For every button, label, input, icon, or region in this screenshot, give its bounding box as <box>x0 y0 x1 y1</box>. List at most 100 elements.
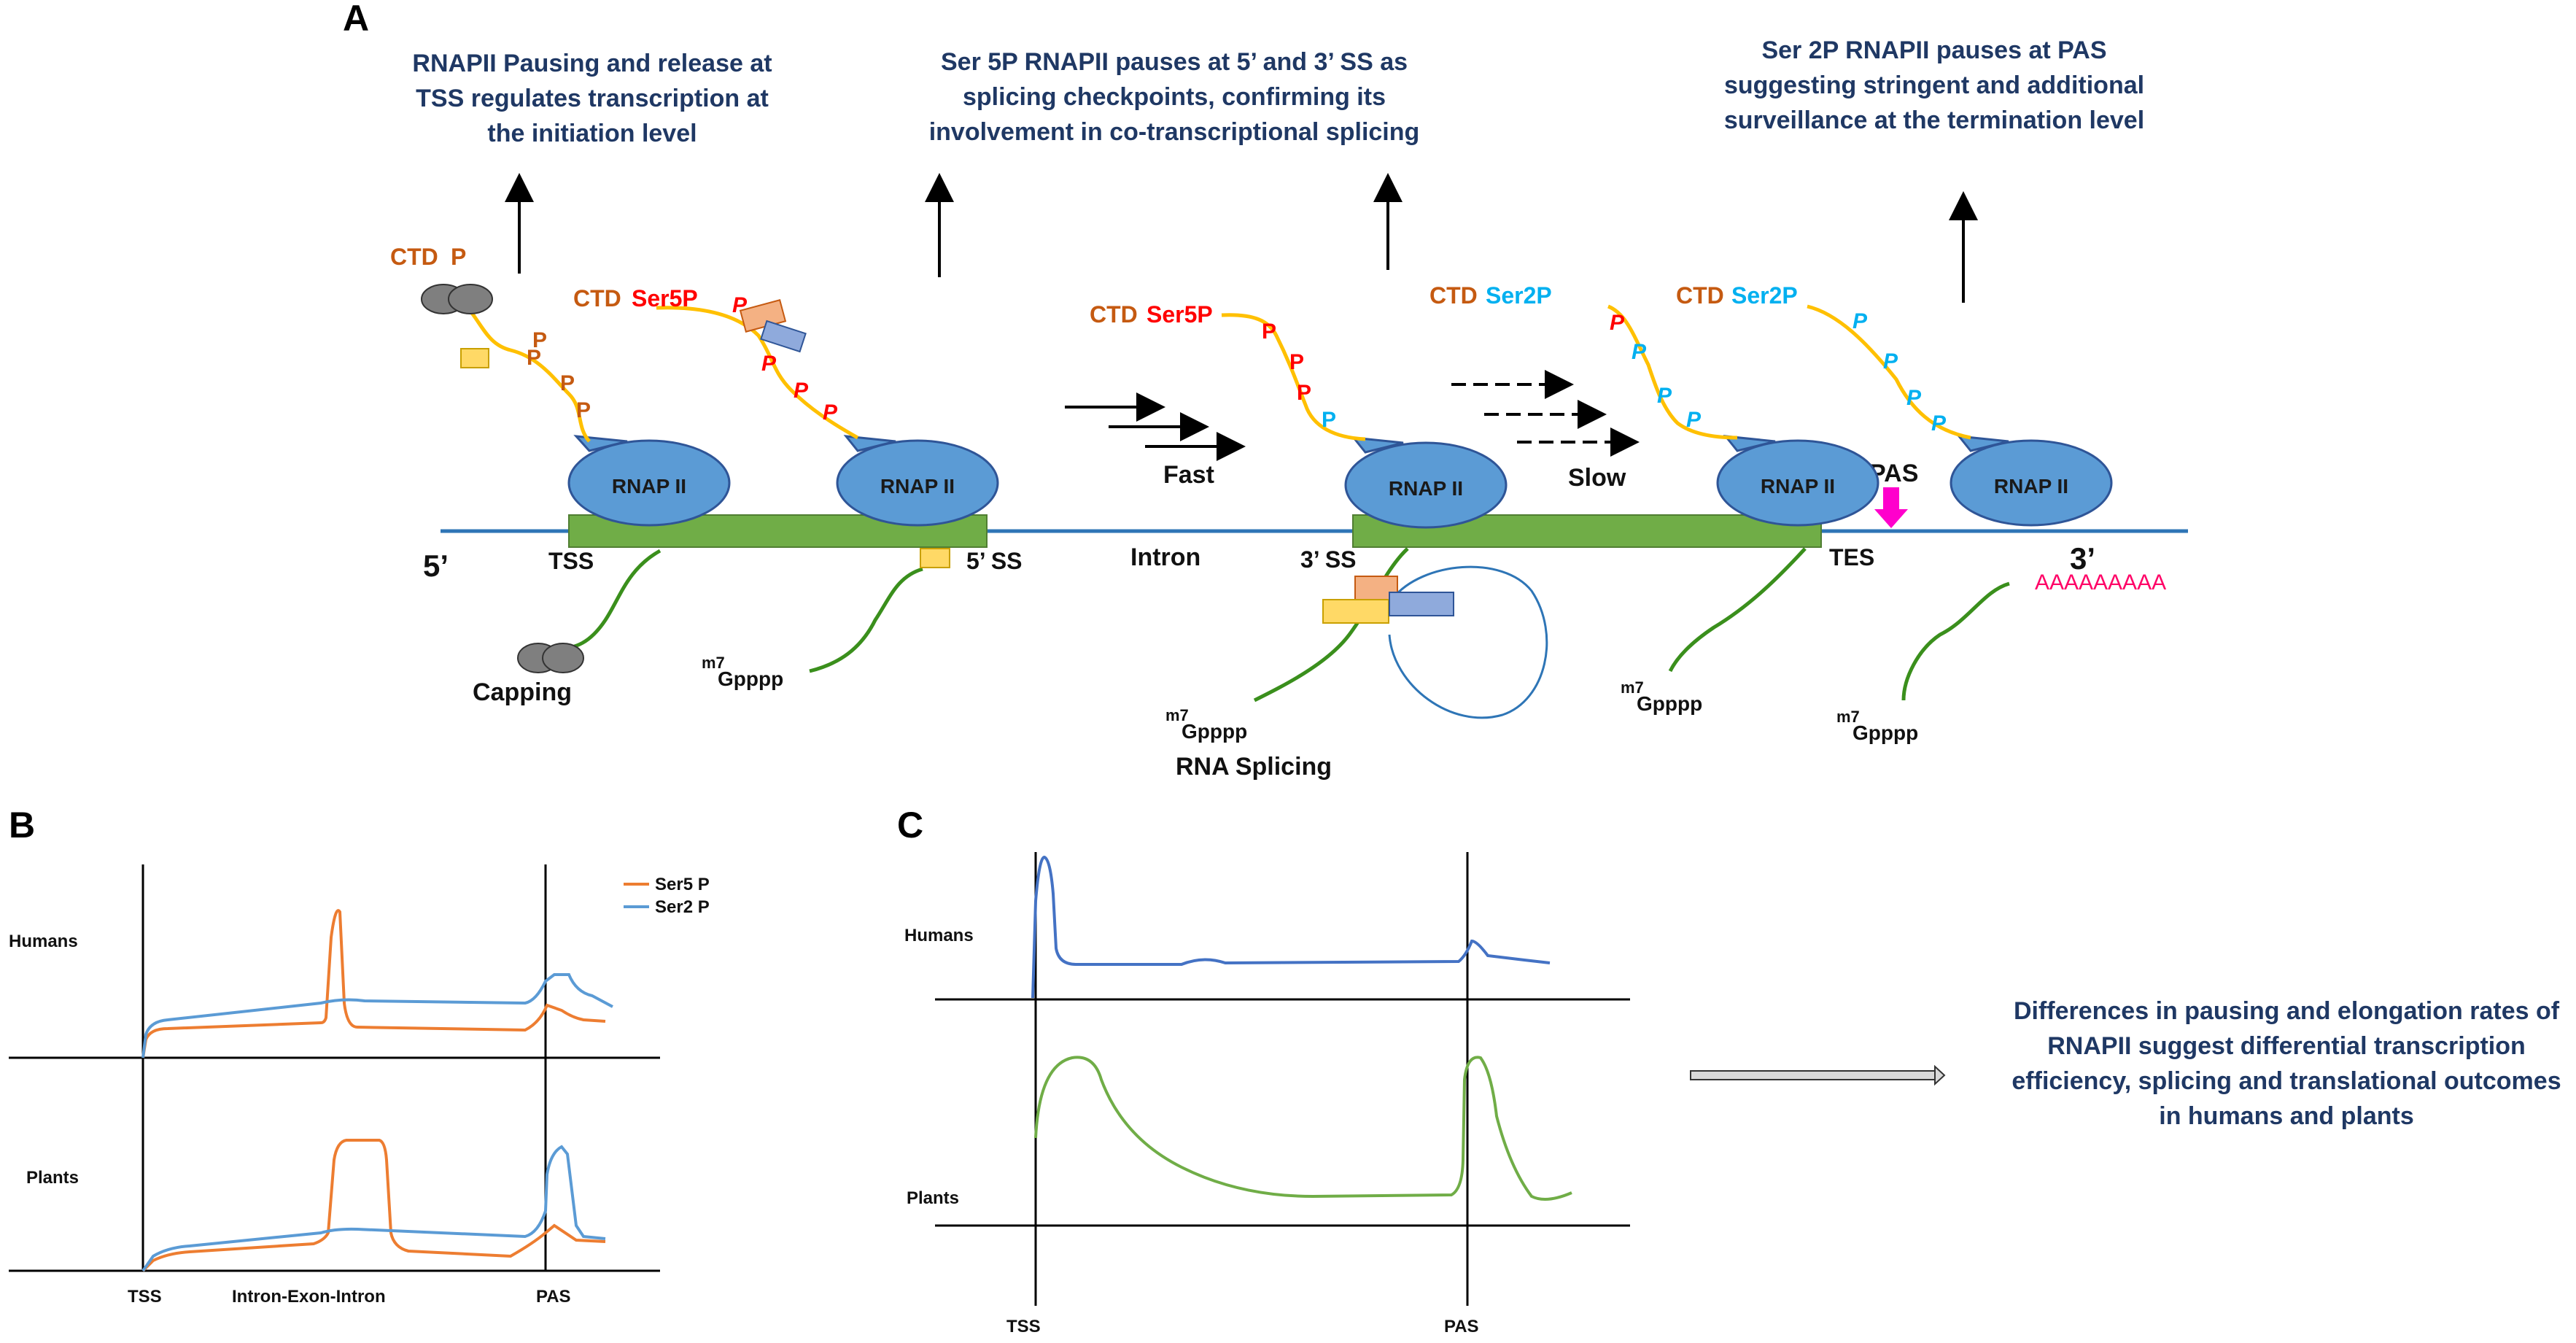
m7-label: m7 <box>1165 706 1189 724</box>
conclusion-arrow-icon <box>1690 1064 1946 1086</box>
p-marker: P <box>1610 311 1625 335</box>
cap-tes: m7 Gpppp <box>1621 678 1702 715</box>
rna-strand-splicing <box>1253 547 1409 703</box>
ctd-label-five-ss: CTD <box>573 285 621 311</box>
p-marker: P <box>761 352 777 376</box>
rnap-tss: RNAP II <box>567 435 731 527</box>
three-prime-label: 3’ <box>2070 541 2095 576</box>
ctd-label-released: CTD <box>1676 282 1724 309</box>
caption-initiation-line-2: TSS regulates transcription at <box>416 85 769 112</box>
caption-splicing-line-2: splicing checkpoints, confirming its <box>963 83 1386 111</box>
five-prime-label: 5’ <box>423 549 449 583</box>
fast-label: Fast <box>1163 461 1214 489</box>
splicing-factor-box <box>1322 599 1389 624</box>
panel-b-letter: B <box>9 805 35 845</box>
ctd-tail-five-ss <box>656 306 859 440</box>
five-ss-box <box>920 548 950 568</box>
splicing-label: RNA Splicing <box>1176 753 1332 781</box>
intron-label: Intron <box>1130 543 1200 571</box>
gpppp-label: Gpppp <box>1853 721 1918 744</box>
p-marker: P <box>1322 408 1336 432</box>
gpppp-label: Gpppp <box>1182 720 1247 743</box>
legend-label-ser5p: Ser5 P <box>655 875 710 894</box>
caption-splicing-line-3: involvement in co-transcriptional splici… <box>929 118 1420 146</box>
p-marker: P <box>1906 386 1922 410</box>
p-marker: P <box>1297 381 1311 405</box>
gpppp-label: Gpppp <box>718 667 783 690</box>
humans-ser5p-trace <box>141 909 606 1058</box>
ctd-label-tes: CTD <box>1429 282 1478 309</box>
humans-trace <box>1031 855 1551 999</box>
plants-ser5p-trace <box>141 1139 606 1272</box>
p-marker: P <box>823 400 838 425</box>
tes-label: TES <box>1829 544 1874 570</box>
conclusion-line-3: efficiency, splicing and translational o… <box>2011 1067 2561 1095</box>
p-marker: P <box>1632 340 1647 364</box>
rnap-label: RNAP II <box>1994 475 2068 498</box>
caption-initiation-line-3: the initiation level <box>487 120 697 147</box>
gpppp-label: Gpppp <box>1637 692 1702 715</box>
rnap-hook <box>1723 435 1776 452</box>
splicing-factor-box <box>1389 592 1454 616</box>
rnap-hook <box>1956 435 2009 452</box>
p-marker: P <box>532 328 547 352</box>
capping-enzyme <box>517 643 584 673</box>
cap-released: m7 Gpppp <box>1836 708 1918 744</box>
ser2p-label-tes: Ser2P <box>1486 282 1552 309</box>
row-label-plants: Plants <box>26 1168 79 1188</box>
row-label-plants: Plants <box>907 1188 959 1208</box>
slow-arrows <box>1451 370 1640 457</box>
rnap-body <box>567 439 731 527</box>
p-marker: P <box>794 379 809 403</box>
capping-enzyme-ctd <box>421 284 493 368</box>
rnap-body <box>836 439 999 527</box>
ser5p-label-five-ss: Ser5P <box>632 285 698 311</box>
legend: Ser5 P Ser2 P <box>624 875 710 917</box>
fast-arrows <box>1065 392 1246 461</box>
five-ss-label: 5’ SS <box>966 548 1023 574</box>
ctd-p-label-tss: P <box>451 244 466 270</box>
x-label-tss: TSS <box>128 1287 162 1307</box>
plants-ser2p-trace <box>141 1145 606 1272</box>
plants-trace <box>1034 1056 1572 1201</box>
panel-a-letter: A <box>343 0 369 39</box>
factor-box <box>460 348 489 368</box>
caption-termination-line-1: Ser 2P RNAPII pauses at PAS <box>1761 36 2106 64</box>
humans-ser2p-trace <box>141 973 613 1058</box>
rnap-body <box>1344 441 1508 529</box>
intron-lariat <box>1388 565 1548 719</box>
row-label-humans: Humans <box>904 926 974 945</box>
m7-label: m7 <box>702 654 725 672</box>
tss-label: TSS <box>548 548 594 574</box>
panel-b: B Humans Plants Ser5 P Ser2 P TSS Intron… <box>9 805 710 1307</box>
rnap-label: RNAP II <box>612 475 686 498</box>
caption-termination-line-2: suggesting stringent and additional <box>1724 71 2144 99</box>
rnap-tes: RNAP II <box>1716 435 1879 527</box>
capping-label: Capping <box>473 678 572 706</box>
conclusion-line-1: Differences in pausing and elongation ra… <box>2014 997 2560 1025</box>
ser5p-label-three-ss: Ser5P <box>1147 301 1213 328</box>
ctd-tail-tss <box>449 290 591 443</box>
legend-label-ser2p: Ser2 P <box>655 897 710 917</box>
row-label-humans: Humans <box>9 932 78 951</box>
polya-tail: AAAAAAAAA <box>2035 570 2166 595</box>
rna-strand-tes <box>1668 547 1807 673</box>
capping-enzyme-shape <box>448 284 493 314</box>
p-marker: P <box>1262 320 1276 344</box>
p-marker: P <box>1931 411 1947 436</box>
rnap-body <box>1716 439 1879 527</box>
x-label-tss: TSS <box>1006 1317 1041 1336</box>
cap-splicing: m7 Gpppp <box>1165 706 1247 743</box>
p-marker: P <box>1853 309 1868 333</box>
ctd-label-three-ss: CTD <box>1090 301 1138 328</box>
p-marker: P <box>1883 349 1898 374</box>
conclusion-line-2: RNAPII suggest differential transcriptio… <box>2047 1032 2526 1060</box>
x-label-pas: PAS <box>536 1287 571 1307</box>
rnap-hook <box>843 435 896 452</box>
panel-c: C Humans Plants TSS PAS Differences in p… <box>897 805 2561 1336</box>
p-marker: P <box>1686 408 1702 432</box>
rnap-hook <box>1351 436 1404 454</box>
ctd-tail-tes <box>1607 304 1738 440</box>
m7-label: m7 <box>1836 708 1860 726</box>
caption-initiation: RNAPII Pausing and release at TSS regula… <box>412 50 772 147</box>
